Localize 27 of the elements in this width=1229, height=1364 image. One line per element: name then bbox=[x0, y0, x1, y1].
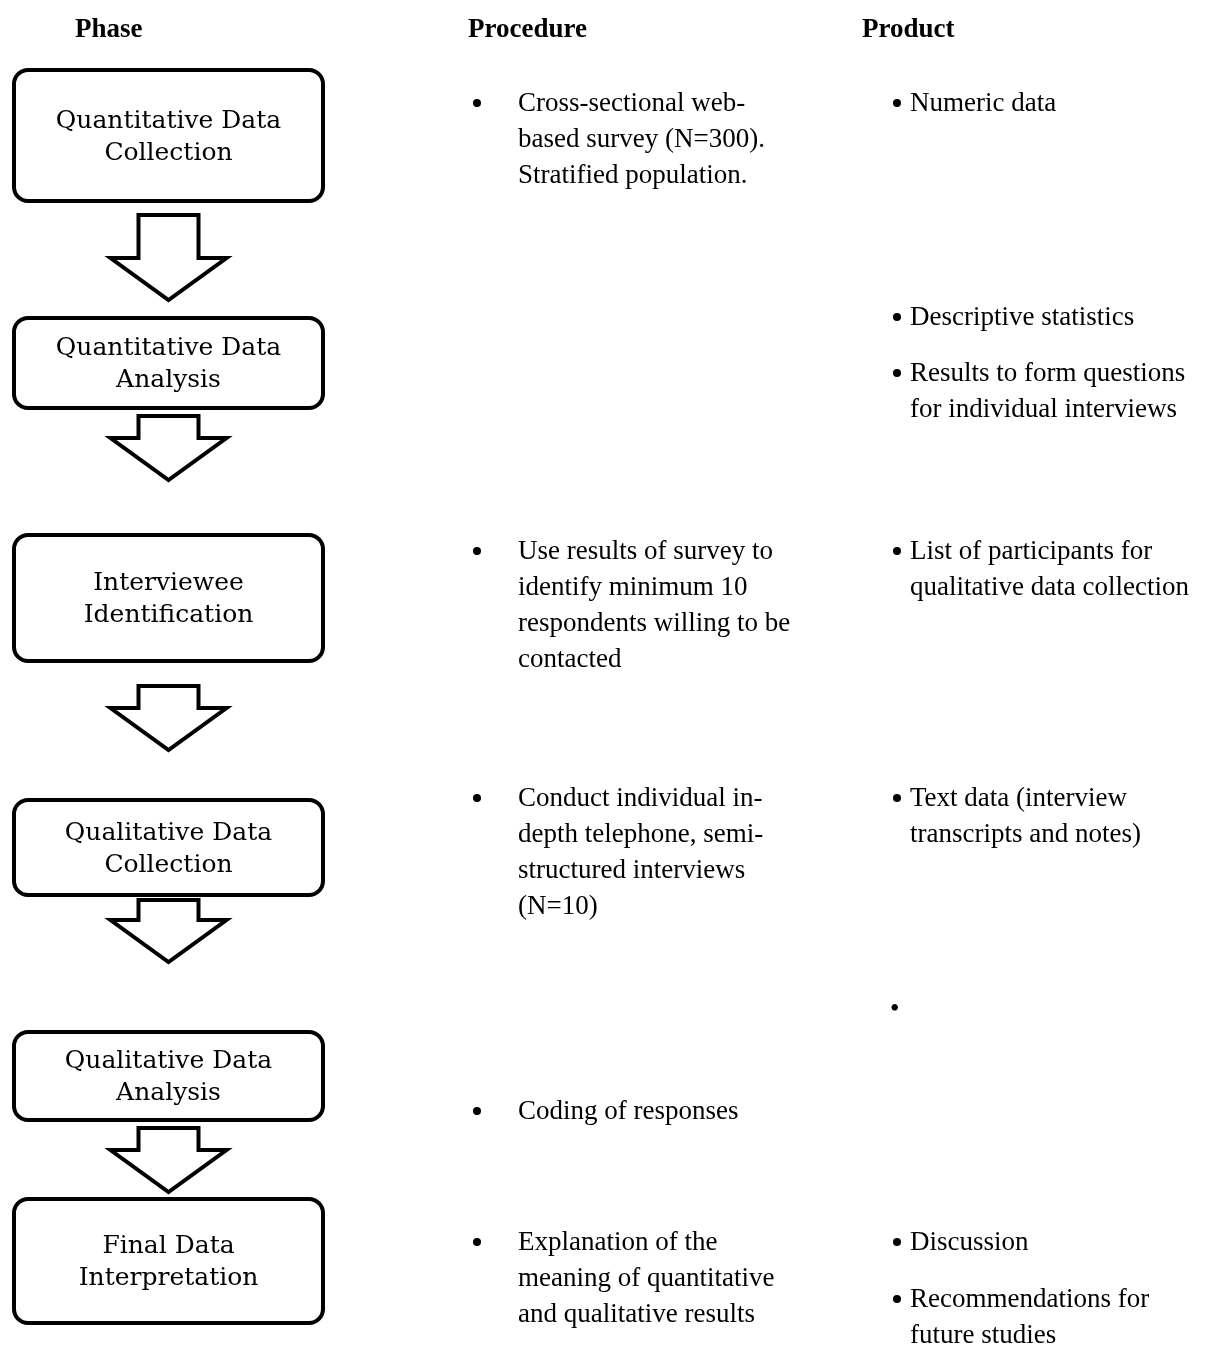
list-item-text: Discussion bbox=[910, 1225, 1030, 1258]
list-item-text: Recommendations for future studies bbox=[910, 1282, 1151, 1351]
phase-box: Qualitative Data Analysis bbox=[12, 1030, 325, 1122]
column-header: Phase bbox=[75, 12, 144, 45]
list-item-text: Numeric data bbox=[910, 86, 1058, 119]
list-item-text: Text data (interview transcripts and notes) bbox=[910, 781, 1142, 850]
phase-box: Quantitative Data Collection bbox=[12, 68, 325, 203]
list-item-text: Cross-sectional web-based survey (N=300). Stratified population. bbox=[518, 86, 766, 191]
block-arrow bbox=[104, 898, 233, 965]
list-item-text: Coding of responses bbox=[518, 1094, 740, 1127]
column-header: Procedure bbox=[468, 12, 588, 45]
list-item-text: Results to form questions for individual interviews bbox=[910, 356, 1187, 425]
block-arrow bbox=[104, 213, 233, 303]
phase-box: Final Data Interpretation bbox=[12, 1197, 325, 1325]
list-item-text: Explanation of the meaning of quantitative and qualitative results bbox=[518, 1225, 776, 1330]
block-arrow bbox=[104, 684, 233, 753]
list-item-text: Use results of survey to identify minimum 10 respondents willing to be contacted bbox=[518, 534, 792, 675]
block-arrow bbox=[104, 414, 233, 483]
bullet-mark: • bbox=[890, 992, 901, 1025]
block-arrow bbox=[104, 1126, 233, 1195]
list-item-text: Conduct individual in-depth telephone, semi-structured interviews (N=10) bbox=[518, 781, 765, 922]
phase-box: Interviewee Identification bbox=[12, 533, 325, 663]
phase-box: Qualitative Data Collection bbox=[12, 798, 325, 897]
phase-box: Quantitative Data Analysis bbox=[12, 316, 325, 410]
list-item-text: List of participants for qualitative data collection bbox=[910, 534, 1190, 603]
column-header: Product bbox=[862, 12, 956, 45]
list-item-text: Descriptive statistics bbox=[910, 300, 1136, 333]
